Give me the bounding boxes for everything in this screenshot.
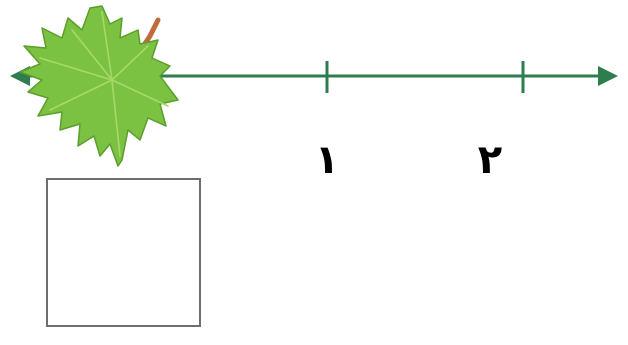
tick-label-2: ٢ (477, 137, 503, 183)
maple-leaf-icon (19, 5, 179, 167)
tick-label-1: ١ (314, 137, 340, 183)
answer-box[interactable] (46, 178, 201, 327)
right-arrowhead-icon (598, 66, 618, 86)
